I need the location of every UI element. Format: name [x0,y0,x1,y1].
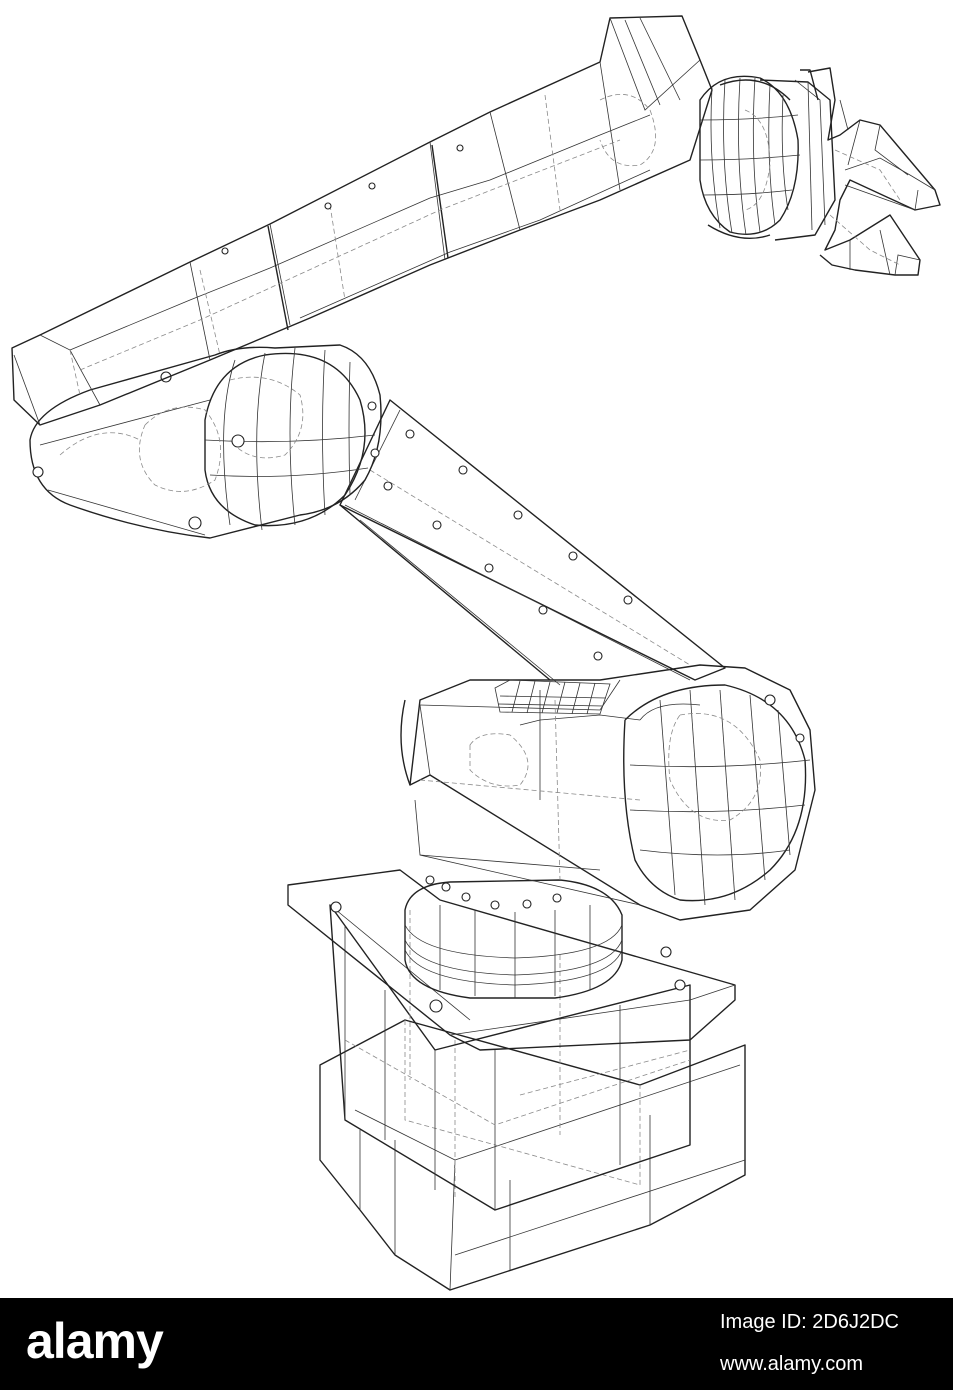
upper-arm [11,15,713,426]
robot-arm-svg [11,15,941,1291]
wrist-joint [699,69,836,241]
elbow-housing [29,344,382,539]
turntable [404,875,623,999]
robot-arm-wireframe-drawing [11,15,941,1291]
shoulder-housing [400,664,816,921]
gripper [807,67,941,276]
brand-logo: alamy [26,1313,164,1369]
pedestal-base [287,869,746,1291]
image-id-label: Image ID: 2D6J2DC [720,1311,899,1333]
site-url-label: www.alamy.com [720,1353,863,1375]
lower-arm-link [339,399,726,686]
watermark-footer: alamy Image ID: 2D6J2DC www.alamy.com [0,1298,953,1390]
